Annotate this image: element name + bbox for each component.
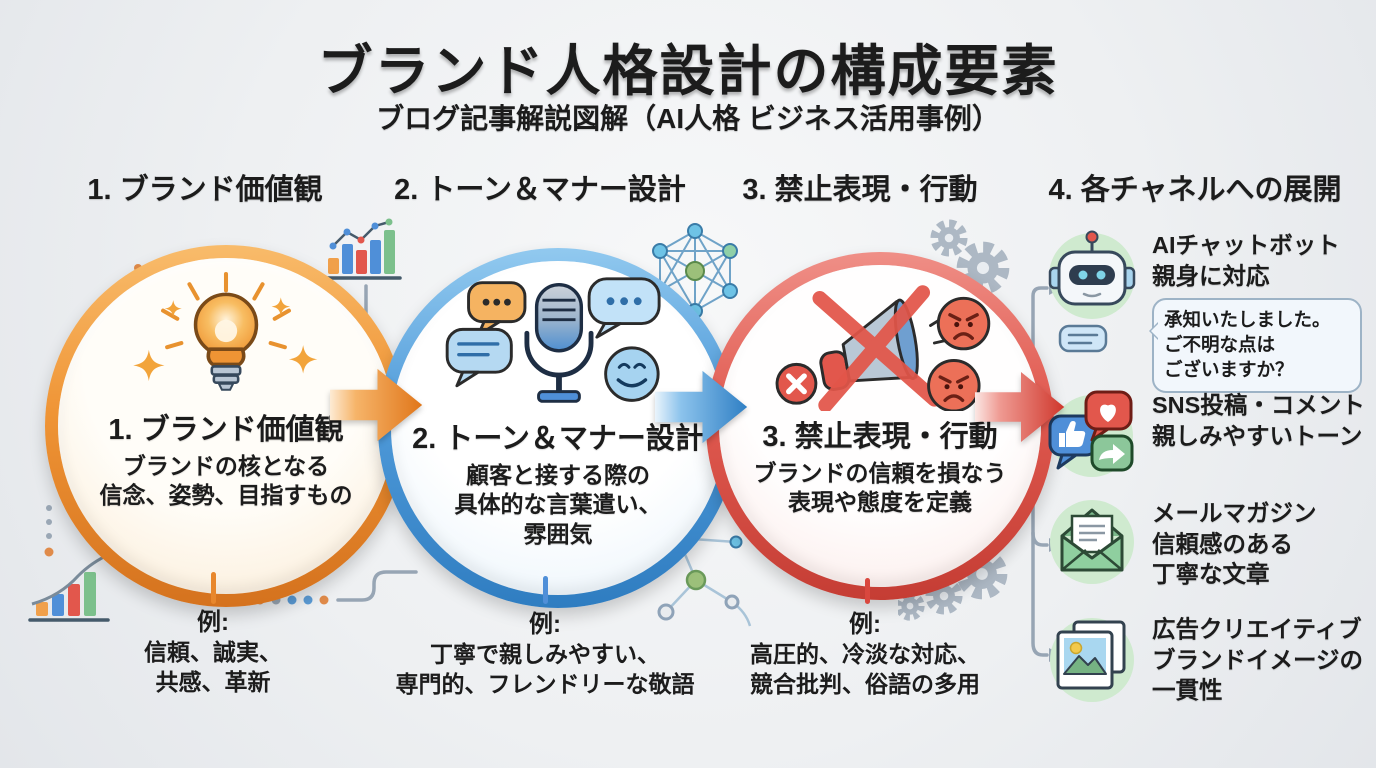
page-subtitle: ブログ記事解説図解（AI人格 ビジネス活用事例） (376, 103, 1000, 134)
arrow-step3-channels-icon (975, 372, 1065, 442)
chatbot-reply-bubble: 承知いたしました。 ご不明な点は ございますか？ (1149, 298, 1362, 393)
step1-stem-line (211, 572, 216, 604)
channel-ads-label: 広告クリエイティブ ブランドイメージの 一貫性 (1152, 616, 1364, 704)
channel-item-ads: 広告クリエイティブ ブランドイメージの 一貫性 (1046, 612, 1363, 706)
step1-header: 1. ブランド価値観 (87, 174, 323, 206)
dots-trail-icon (255, 570, 418, 605)
step3-header: 3. 禁止表現・行動 (742, 174, 978, 206)
step2-example: 例: 丁寧で親しみやすい、 専門的、フレンドリーな敬語 (368, 604, 722, 700)
channel-item-sns: SNS投稿・コメント 親しみやすいトーン (1046, 388, 1365, 480)
channel-item-chatbot: AIチャットボット 親身に対応 (1046, 228, 1340, 354)
lightbulb-icon (133, 272, 318, 391)
dotted-line-icon (44, 505, 54, 557)
step2-circle: 2. トーン＆マナー設計 顧客と接する際の 具体的な言葉遣い、 雰囲気 (378, 248, 738, 608)
channel-sns-label: SNS投稿・コメント 親しみやすいトーン (1152, 392, 1365, 449)
arrow-step1-step2-icon (330, 368, 423, 442)
step1-example-text: 信頼、誠実、 共感、革新 (144, 639, 282, 696)
arrow-step2-step3-icon (655, 370, 748, 444)
step3-example-text: 高圧的、冷淡な対応、 競合批判、俗語の多用 (750, 641, 980, 698)
step3-example-label: 例: (849, 611, 881, 638)
page-title: ブランド人格設計の構成要素 (317, 40, 1059, 102)
step2-example-text: 丁寧で親しみやすい、 専門的、フレンドリーな敬語 (395, 641, 695, 698)
step1-circle: 1. ブランド価値観 ブランドの核となる 信念、姿勢、目指すもの (45, 245, 407, 607)
step2-header: 2. トーン＆マナー設計 (394, 174, 686, 206)
channel-mail-label: メールマガジン 信頼感のある 丁寧な文章 (1152, 500, 1317, 588)
banned-megaphone-icon (775, 285, 991, 411)
chatbot-reply-text: 承知いたしました。 ご不明な点は ございますか？ (1164, 309, 1331, 380)
microphone-speech-icon (445, 277, 661, 403)
step2-example-label: 例: (529, 611, 561, 638)
sns-icon (1048, 390, 1134, 477)
step3-circle: 3. 禁止表現・行動 ブランドの信頼を損なう 表現や態度を定義 (706, 252, 1054, 600)
mail-icon (1050, 500, 1134, 584)
channels-header: 4. 各チャネルへの展開 (1048, 174, 1342, 206)
robot-icon (1048, 230, 1136, 353)
step3-stem-line (865, 578, 870, 604)
channel-chatbot-label: AIチャットボット 親身に対応 (1152, 232, 1340, 289)
step2-stem-line (543, 576, 548, 604)
step3-example: 例: 高圧的、冷淡な対応、 競合批判、俗語の多用 (692, 604, 1038, 700)
step2-title: 2. トーン＆マナー設計 (412, 423, 704, 455)
step3-title: 3. 禁止表現・行動 (762, 421, 998, 453)
mini-bar-chart-icon (322, 218, 402, 332)
ad-images-icon (1050, 618, 1134, 702)
step3-description: ブランドの信頼を損なう 表現や態度を定義 (753, 460, 1007, 516)
step2-description: 顧客と接する際の 具体的な言葉遣い、 雰囲気 (454, 462, 662, 547)
step1-example-label: 例: (197, 609, 229, 636)
step1-example: 例: 信頼、誠実、 共感、革新 (45, 602, 381, 698)
step1-description: ブランドの核となる 信念、姿勢、目指すもの (99, 453, 353, 509)
step1-title: 1. ブランド価値観 (108, 414, 344, 446)
channel-item-mail: メールマガジン 信頼感のある 丁寧な文章 (1046, 496, 1317, 590)
